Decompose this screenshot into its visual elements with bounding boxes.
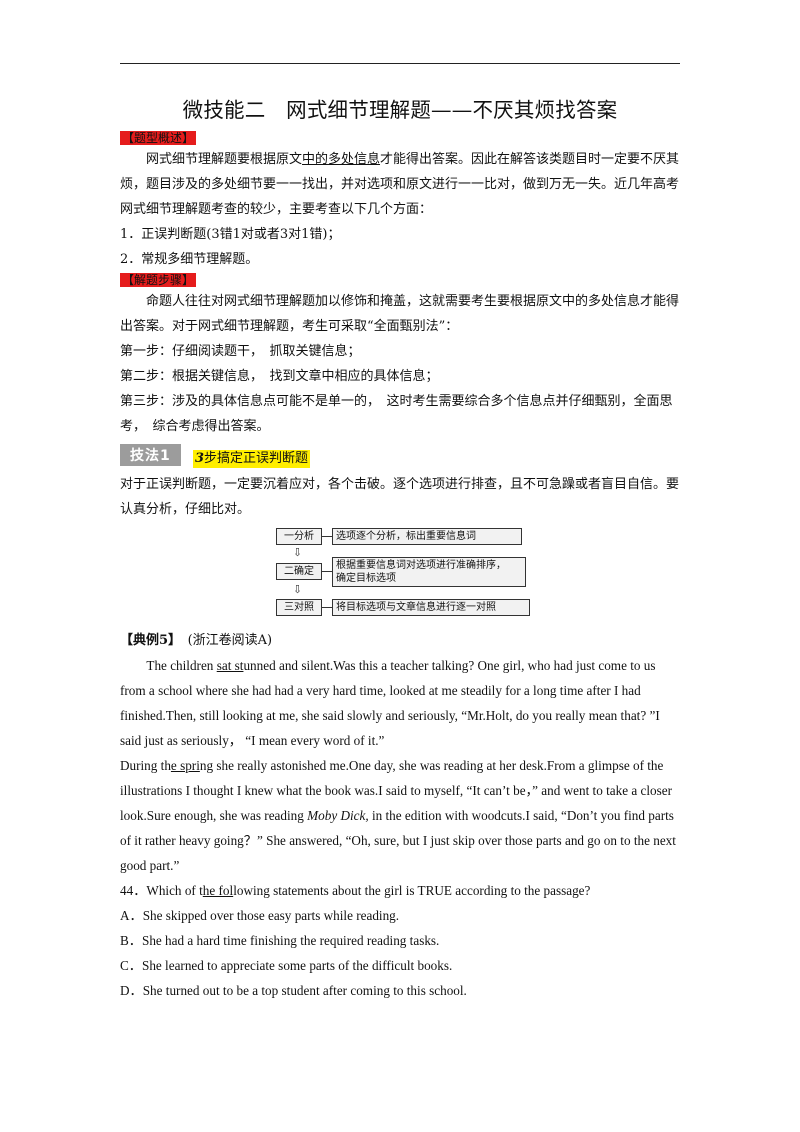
overview-item-1: 1．正误判断题(3错1对或者3对1错)； [120,227,341,242]
option-d: D．She turned out to be a top student aft… [120,983,467,998]
overview-section: 【题型概述】 网式细节理解题要根据原文中的多处信息才能得出答案。因此在解答该类题… [120,130,680,272]
flow-step2-line-1: 根据重要信息词对选项进行准确排序， [336,560,506,571]
flow-connector-2 [322,571,332,572]
passage-1-text-b: unned and silent.Was this a teacher talk… [120,658,660,748]
flow-connector-3 [322,607,332,608]
option-c: C．She learned to appreciate some parts o… [120,958,453,973]
flow-step2-text: 根据重要信息词对选项进行准确排序， 确定目标选项 [332,557,526,587]
passage-2-text-a: During th [120,758,171,773]
option-a: A．She skipped over those easy parts whil… [120,908,400,923]
steps-paragraph: 命题人往往对网式细节理解题加以修饰和掩盖，这就需要考生要根据原文中的多处信息才能… [120,294,680,334]
document-body: 微技能二 网式细节理解题——不厌其烦找答案 【题型概述】 网式细节理解题要根据原… [120,92,680,1003]
book-title: Moby Dick, [307,808,369,823]
overview-text-underlined: 中的多处信息 [302,152,381,167]
question-text-b: lowing statements about the girl is TRUE… [233,883,591,898]
example-label: 【典例5】 [120,633,175,648]
passage-1-text-a: The children [146,658,217,673]
overview-paragraph: 网式细节理解题要根据原文中的多处信息才能得出答案。因此在解答该类题目时一定要不厌… [120,147,680,222]
example-section: 【典例5】 (浙江卷阅读A) The children sat stunned … [120,628,680,1003]
question-text-a: 44．Which of t [120,883,203,898]
steps-tag: 【解题步骤】 [120,273,197,287]
flow-step1-label: 一分析 [276,528,322,545]
example-source: (浙江卷阅读A) [187,633,273,648]
overview-text-b: 才能得出答案。因此在解答该类题目时一定要不厌其烦，题目涉及的多处细节要一一找出，… [120,152,680,217]
flow-step3-label: 三对照 [276,599,322,616]
flow-step3-text: 将目标选项与文章信息进行逐一对照 [332,599,530,616]
flow-diagram: 一分析 选项逐个分析，标出重要信息词 ⇩ 二确定 根据重要信息词对选项进行准确排… [120,526,680,626]
option-b: B．She had a hard time finishing the requ… [120,933,440,948]
overview-text-a: 网式细节理解题要根据原文 [146,152,303,167]
down-arrow-icon: ⇩ [293,583,303,596]
flow-step1-text: 选项逐个分析，标出重要信息词 [332,528,522,545]
technique-description: 对于正误判断题，一定要沉着应对，各个击破。逐个选项进行排查，且不可急躁或者盲目自… [120,477,680,517]
passage-2-text-c: in the edition with woodcuts.I said, “Do… [120,808,676,873]
overview-item-2: 2．常规多细节理解题。 [120,252,259,267]
step-3: 第三步：涉及的具体信息点可能不是单一的， 这时考生需要综合多个信息点并仔细甄别，… [120,394,673,434]
step-2: 第二步：根据关键信息， 找到文章中相应的具体信息； [120,369,439,384]
page-title: 微技能二 网式细节理解题——不厌其烦找答案 [182,98,618,122]
technique-heading-text: 步搞定正误判断题 [204,451,309,466]
passage-paragraph-1: The children sat stunned and silent.Was … [120,653,680,753]
steps-section: 【解题步骤】 命题人往往对网式细节理解题加以修饰和掩盖，这就需要考生要根据原文中… [120,272,680,439]
flow-step2-line-2: 确定目标选项 [336,573,396,584]
flow-connector-1 [322,536,332,537]
technique-badge: 技法1 [120,444,181,466]
technique-number: 3 [195,451,205,466]
down-arrow-icon: ⇩ [293,546,303,559]
example-header: 【典例5】 (浙江卷阅读A) [120,628,680,653]
technique-header: 技法1 3步搞定正误判断题 [120,441,680,471]
overview-tag: 【题型概述】 [120,131,197,145]
step-1: 第一步：仔细阅读题干， 抓取关键信息； [120,344,361,359]
technique-heading: 3步搞定正误判断题 [193,450,311,468]
header-rule [120,63,680,64]
question-44: 44．Which of the following statements abo… [120,878,680,903]
passage-1-underlined: sat st [216,658,244,673]
passage-2-underlined: e spri [170,758,200,773]
passage-2-text-b: ng she really astonished me.One day, she… [120,758,673,823]
passage-paragraph-2: During the spring she really astonished … [120,753,680,878]
flow-step2-label: 二确定 [276,563,322,580]
question-underlined: he fol [202,883,234,898]
